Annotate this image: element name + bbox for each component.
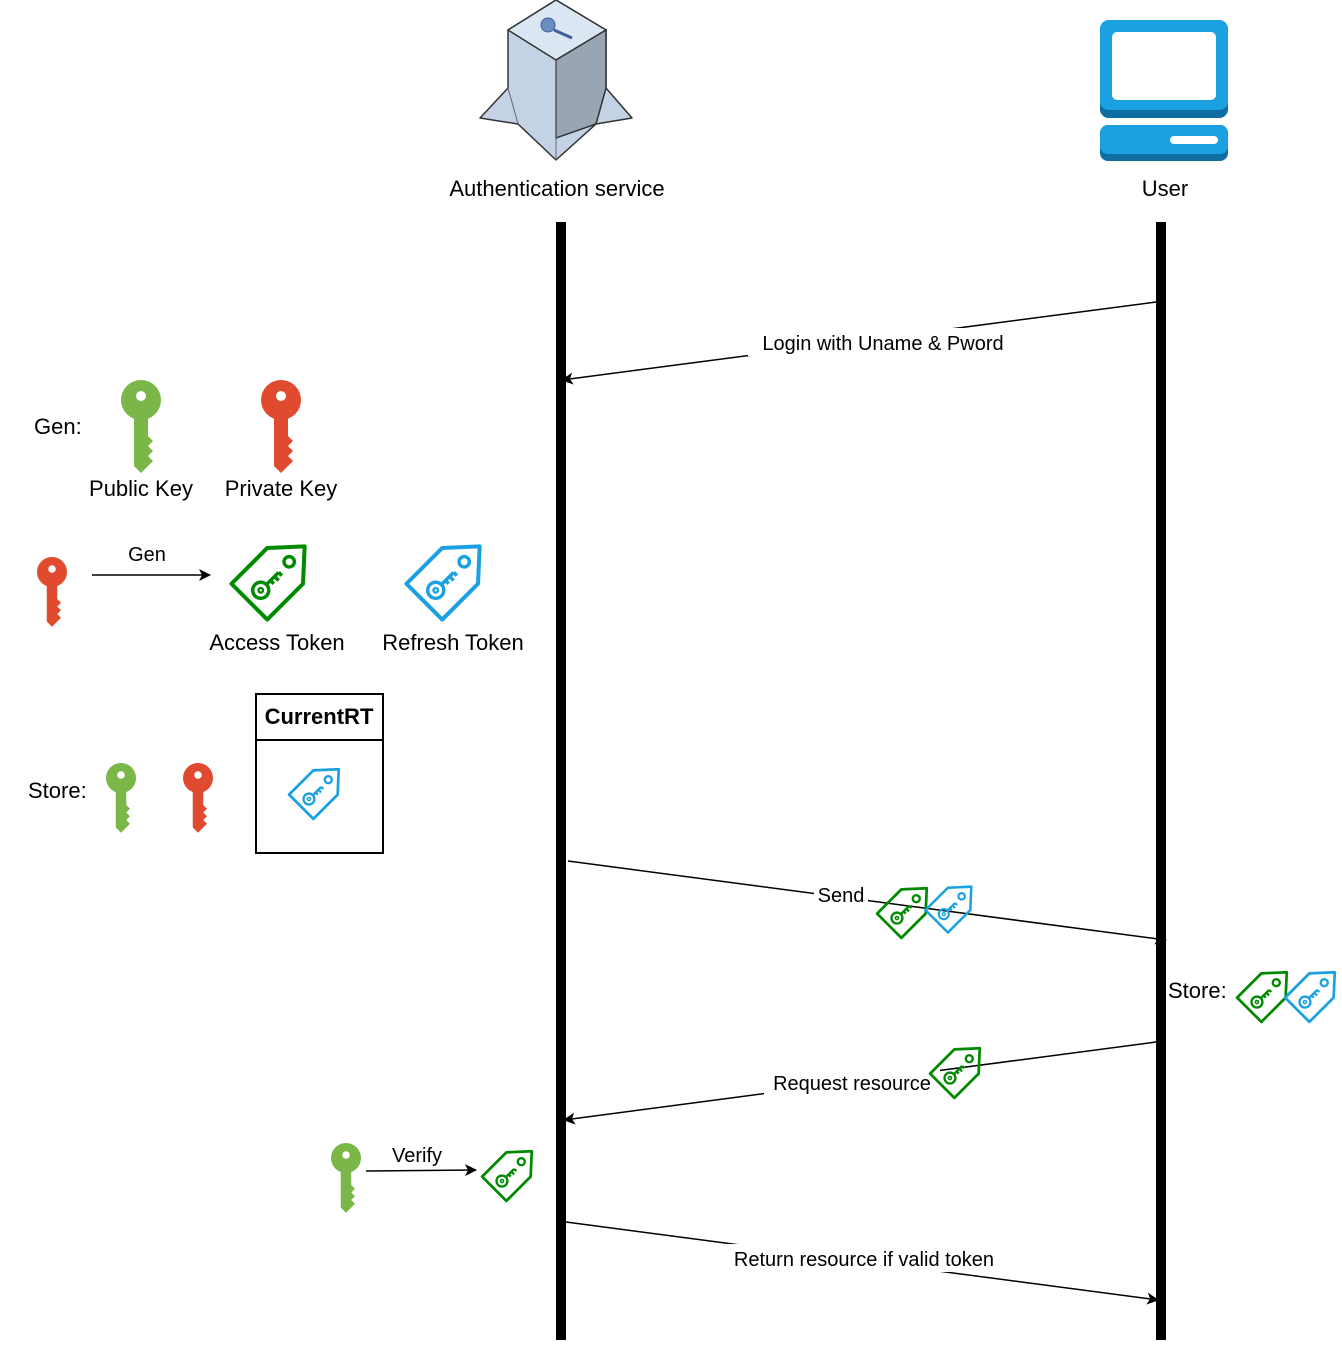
refresh-token-icon xyxy=(924,874,984,934)
current-rt-header: CurrentRT xyxy=(265,704,374,729)
verify-label: Verify xyxy=(392,1145,442,1167)
access-token-icon xyxy=(480,1137,546,1203)
desktop-computer-icon xyxy=(1100,20,1228,161)
private-key-label: Private Key xyxy=(225,476,338,501)
public-key-icon xyxy=(106,763,136,833)
public-key-icon xyxy=(331,1143,361,1213)
public-key-icon xyxy=(121,380,161,473)
access-token-icon xyxy=(231,528,322,619)
access-token-label: Access Token xyxy=(209,630,344,655)
authentication-service-icon xyxy=(479,0,633,161)
private-key-icon xyxy=(261,380,301,473)
private-key-icon xyxy=(37,557,67,627)
send-message-label: Send xyxy=(818,885,865,907)
current-rt-table: CurrentRT xyxy=(255,693,384,854)
request-message-label: Request resource xyxy=(773,1073,931,1095)
user-store-label: Store: xyxy=(1168,978,1227,1003)
user-label: User xyxy=(1142,176,1188,201)
refresh-token-icon xyxy=(1283,958,1342,1024)
login-message-label: Login with Uname & Pword xyxy=(762,333,1003,355)
return-message-label: Return resource if valid token xyxy=(734,1249,994,1271)
gen-label: Gen: xyxy=(34,414,82,439)
verify-arrow xyxy=(365,1164,477,1177)
access-token-icon xyxy=(1235,958,1301,1024)
auth-service-lifeline xyxy=(556,222,566,1340)
store-label: Store: xyxy=(28,778,87,803)
private-key-icon xyxy=(183,763,213,833)
gen-arrow-label: Gen xyxy=(128,544,166,566)
refresh-token-icon xyxy=(406,528,497,619)
refresh-token-label: Refresh Token xyxy=(382,630,523,655)
auth-service-label: Authentication service xyxy=(449,176,664,201)
public-key-label: Public Key xyxy=(89,476,193,501)
user-lifeline xyxy=(1156,222,1166,1340)
